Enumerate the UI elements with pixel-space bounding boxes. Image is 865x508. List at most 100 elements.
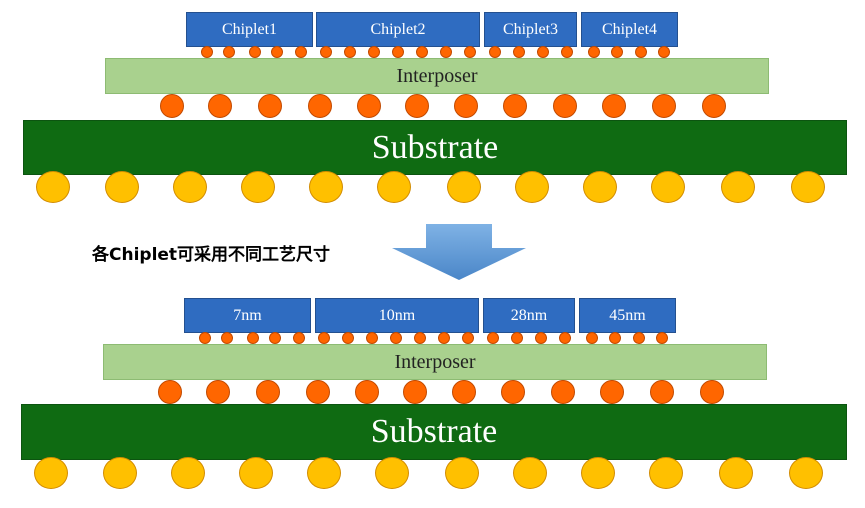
bga-ball — [241, 171, 275, 203]
bga-ball — [307, 457, 341, 489]
c4-bump — [600, 380, 624, 404]
micro-bump — [199, 332, 211, 344]
micro-bump — [223, 46, 235, 58]
micro-bump — [656, 332, 668, 344]
process-node-caption: 各Chiplet可采用不同工艺尺寸 — [92, 245, 331, 265]
micro-bump — [611, 46, 623, 58]
micro-bump — [320, 46, 332, 58]
bga-ball — [581, 457, 615, 489]
c4-bump — [308, 94, 332, 118]
micro-bump — [269, 332, 281, 344]
micro-bump — [271, 46, 283, 58]
bottom-chiplet-45nm: 45nm — [579, 298, 676, 333]
top-substrate: Substrate — [23, 120, 847, 175]
bottom-chiplet-28nm: 28nm — [483, 298, 575, 333]
micro-bump — [368, 46, 380, 58]
micro-bump — [247, 332, 259, 344]
c4-bump — [501, 380, 525, 404]
bga-ball — [36, 171, 70, 203]
c4-bump — [454, 94, 478, 118]
micro-bump — [489, 46, 501, 58]
micro-bump — [487, 332, 499, 344]
bottom-chiplet-7nm: 7nm — [184, 298, 311, 333]
micro-bump — [513, 46, 525, 58]
micro-bump — [586, 332, 598, 344]
top-chiplet-4: Chiplet4 — [581, 12, 678, 47]
micro-bump — [201, 46, 213, 58]
bga-ball — [173, 171, 207, 203]
c4-bump — [652, 94, 676, 118]
micro-bump — [438, 332, 450, 344]
micro-bump — [588, 46, 600, 58]
micro-bump — [537, 46, 549, 58]
c4-bump — [357, 94, 381, 118]
micro-bump — [318, 332, 330, 344]
bga-ball — [513, 457, 547, 489]
bga-ball — [719, 457, 753, 489]
bottom-substrate: Substrate — [21, 404, 847, 460]
micro-bump — [392, 46, 404, 58]
bottom-chiplet-10nm: 10nm — [315, 298, 479, 333]
c4-bump — [503, 94, 527, 118]
bga-ball — [721, 171, 755, 203]
bga-ball — [583, 171, 617, 203]
bga-ball — [649, 457, 683, 489]
micro-bump — [295, 46, 307, 58]
bottom-interposer: Interposer — [103, 344, 767, 380]
micro-bump — [366, 332, 378, 344]
bga-ball — [789, 457, 823, 489]
micro-bump — [440, 46, 452, 58]
c4-bump — [158, 380, 182, 404]
micro-bump — [293, 332, 305, 344]
c4-bump — [306, 380, 330, 404]
bga-ball — [445, 457, 479, 489]
bga-ball — [171, 457, 205, 489]
c4-bump — [551, 380, 575, 404]
c4-bump — [602, 94, 626, 118]
micro-bump — [658, 46, 670, 58]
c4-bump — [702, 94, 726, 118]
top-interposer: Interposer — [105, 58, 769, 94]
micro-bump — [633, 332, 645, 344]
micro-bump — [416, 46, 428, 58]
top-chiplet-1: Chiplet1 — [186, 12, 313, 47]
micro-bump — [462, 332, 474, 344]
top-chiplet-3: Chiplet3 — [484, 12, 577, 47]
micro-bump — [464, 46, 476, 58]
c4-bump — [553, 94, 577, 118]
bga-ball — [447, 171, 481, 203]
bga-ball — [515, 171, 549, 203]
micro-bump — [559, 332, 571, 344]
micro-bump — [414, 332, 426, 344]
c4-bump — [160, 94, 184, 118]
bga-ball — [103, 457, 137, 489]
bga-ball — [651, 171, 685, 203]
micro-bump — [342, 332, 354, 344]
bga-ball — [309, 171, 343, 203]
micro-bump — [609, 332, 621, 344]
bga-ball — [375, 457, 409, 489]
bga-ball — [791, 171, 825, 203]
c4-bump — [403, 380, 427, 404]
micro-bump — [221, 332, 233, 344]
micro-bump — [635, 46, 647, 58]
top-chiplet-2: Chiplet2 — [316, 12, 480, 47]
micro-bump — [249, 46, 261, 58]
bga-ball — [34, 457, 68, 489]
c4-bump — [258, 94, 282, 118]
c4-bump — [650, 380, 674, 404]
c4-bump — [452, 380, 476, 404]
micro-bump — [390, 332, 402, 344]
c4-bump — [405, 94, 429, 118]
c4-bump — [700, 380, 724, 404]
micro-bump — [344, 46, 356, 58]
micro-bump — [561, 46, 573, 58]
micro-bump — [511, 332, 523, 344]
bga-ball — [105, 171, 139, 203]
c4-bump — [355, 380, 379, 404]
micro-bump — [535, 332, 547, 344]
bga-ball — [239, 457, 273, 489]
c4-bump — [206, 380, 230, 404]
c4-bump — [256, 380, 280, 404]
